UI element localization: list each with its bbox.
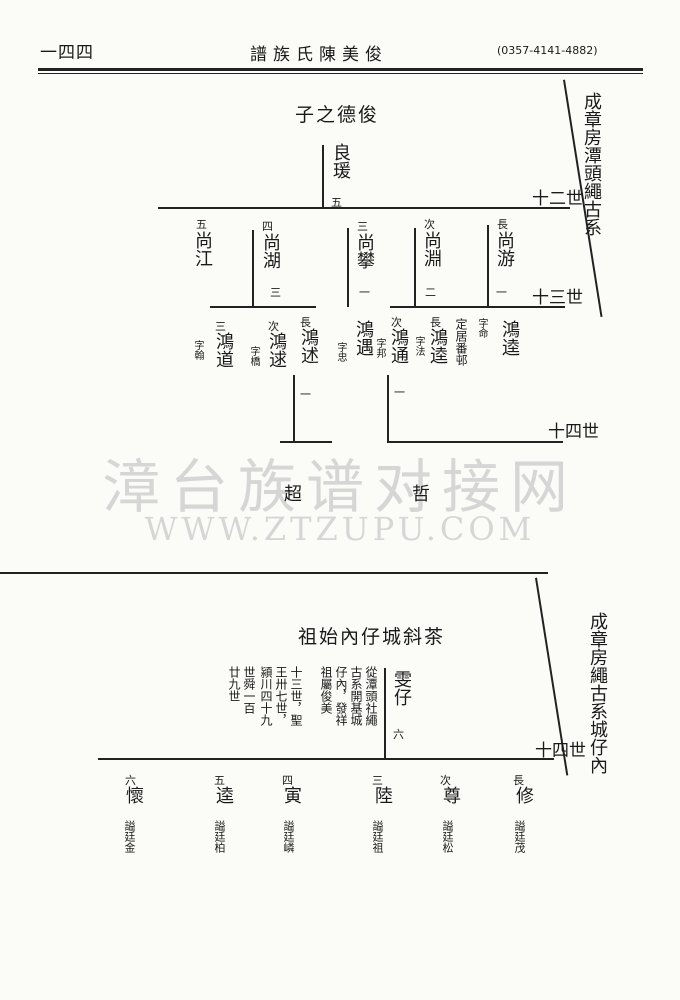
s2-son5-name: 逵 [213,786,234,804]
section1-side-label: 成章房潭頭繩古系 [581,92,602,236]
son3-order: 三 [357,220,368,233]
son1-name: 尚游 [494,231,515,267]
son4-number: 三 [270,286,281,299]
gs6-name: 鴻逑 [266,332,287,368]
gen14-horizontal-line-left [280,441,332,443]
s2-note-col-1: 從潭頭社繩 [364,666,378,726]
son1-number: 一 [496,286,507,299]
section1-title: 子之德俊 [295,104,380,126]
s2-son1-posthumous: 謚廷茂 [513,820,526,853]
s2-root-vertical-line [384,668,386,760]
gen13-horizontal-line-left [210,306,316,308]
s2-note-col-6: 王卅七世， [274,666,288,726]
s2-note-col-8: 世舜一百 [242,666,256,714]
gs3-order: 次 [391,316,402,329]
section2-side-label: 成章房繩古系城仔內 [587,612,608,774]
gs6-order: 次 [268,320,279,333]
page-number: 一四四 [40,43,94,63]
s2-son1-order: 長 [513,774,524,787]
s2-note-col-7: 潁川四十九 [259,666,273,726]
gen13-label: 十三世 [532,288,583,308]
gs7-name: 鴻道 [213,332,234,368]
gs2-name: 鴻逵 [427,328,448,364]
son5-order: 五 [196,218,207,231]
gs4-name: 鴻遇 [353,320,374,356]
root-vertical-line [322,145,324,209]
section-separator [0,572,548,574]
header-rule-thick [38,68,643,71]
s2-root-number: 六 [393,728,404,741]
s2-root-name: 雯仔 [391,670,412,706]
gen12-horizontal-line [158,207,570,209]
s2-son6-order: 六 [125,774,136,787]
son3-number: 一 [359,286,370,299]
gs3-courtesy: 字邦 [374,338,385,358]
son3-name: 尚攀 [354,233,375,269]
son1-order: 長 [497,218,508,231]
gs3-number: 一 [394,386,405,399]
s2-son5-order: 五 [214,774,225,787]
s2-son6-posthumous: 謚廷金 [123,820,136,853]
son2-order: 次 [424,218,435,231]
gs5-order: 長 [300,316,311,329]
s2-son4-posthumous: 謚廷嶙 [282,820,295,853]
s2-gen14-horizontal-line [98,758,554,760]
son-line-4 [252,230,254,307]
gs7-courtesy: 字翰 [192,340,203,360]
gs4-courtesy: 字忠 [335,342,346,362]
s2-son5-posthumous: 謚廷柏 [213,820,226,853]
s2-son4-order: 四 [282,774,293,787]
son4-order: 四 [262,220,273,233]
s2-note-col-5: 十三世，聖 [289,666,303,726]
s2-note-col-4: 祖屬俊美 [319,666,333,714]
root-name: 良瑗 [330,143,351,179]
ggs-zhe: 哲 [412,484,430,505]
book-title: 譜族氏陳美俊 [250,45,388,65]
s2-son4-name: 寅 [281,786,302,804]
son5-name: 尚江 [192,231,213,267]
gs5-number: 一 [300,388,311,401]
s2-son1-name: 修 [513,786,534,804]
gs6-courtesy: 字橋 [248,346,259,366]
gs-line-tong [387,375,389,443]
son2-number: 二 [425,286,436,299]
section2-title: 祖始內仔城斜茶 [298,626,446,648]
gs2-courtesy: 字法 [413,336,424,356]
gs1-courtesy: 字命 [476,318,487,338]
s2-son2-order: 次 [440,774,451,787]
gs7-order: 三 [215,320,226,333]
s2-son3-name: 陸 [372,786,393,804]
root-number: 五 [331,196,342,209]
watermark-url: WWW.ZTZUPU.COM [144,510,536,548]
s2-son3-posthumous: 謚廷祖 [371,820,384,853]
son-line-1 [487,225,489,307]
phone-number: (0357-4141-4882) [497,44,598,57]
s2-gen14-label: 十四世 [535,741,586,761]
ggs-chao: 超 [284,484,302,505]
gs-line-shu [293,375,295,443]
header-rule-thin [38,73,643,74]
gs3-name: 鴻通 [388,328,409,364]
s2-son2-name: 尊 [440,786,461,804]
watermark-chinese: 漳台族谱对接网 [101,453,578,521]
s2-note-col-3: 仔內，發祥 [334,666,348,726]
s2-son2-posthumous: 謚廷松 [441,820,454,853]
s2-note-col-2: 古系開基城 [349,666,363,726]
s2-son6-name: 懷 [123,786,144,804]
gs5-name: 鴻述 [298,328,319,364]
gen13-horizontal-line-right [390,306,565,308]
gs2-order: 長 [430,316,441,329]
gen12-label: 十二世 [532,189,583,209]
gs2-note: 定居番邨 [454,318,468,366]
gs1-name: 鴻逵 [499,320,520,356]
s2-son3-order: 三 [372,774,383,787]
s2-note-col-9: 廿九世 [227,666,241,702]
son4-name: 尚湖 [260,233,281,269]
gen14-horizontal-line-right [387,441,563,443]
son-line-3 [347,228,349,307]
son-line-2 [414,228,416,307]
son2-name: 尚淵 [421,231,442,267]
gen14-label: 十四世 [548,422,599,442]
